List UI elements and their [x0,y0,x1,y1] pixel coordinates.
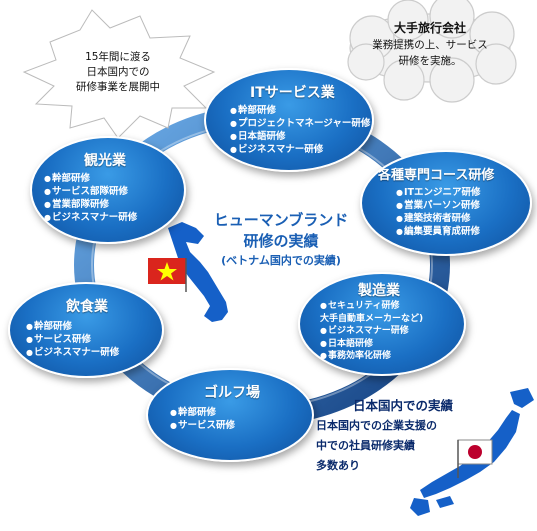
oval-specialist-courses: 各種専門コース研修 ITエンジニア研修 営業パーソン研修 建築技術者研修 編集要… [360,150,532,256]
list-item: サービス研修 [170,419,235,432]
oval-tourism: 観光業 幹部研修 サービス部隊研修 営業部隊研修 ビジネスマナー研修 [30,136,186,244]
vietnam-flag [148,258,187,292]
list-item: 日本語研修 [230,130,370,143]
list-item: 日本語研修 [320,338,423,351]
cloud-text: 大手旅行会社 業務提携の上、サービス 研修を実施。 [360,20,500,69]
list-item: プロジェクトマネージャー研修 [230,117,370,130]
center-line2: 研修の実績 [243,232,319,250]
list-item: 建築技術者研修 [396,212,481,225]
list-item: 幹部研修 [230,104,370,117]
list-item: ビジネスマナー研修 [230,143,370,156]
japan-text: 日本国内での実績 日本国内での企業支援の 中での社員研修実績 多数あり [316,396,492,476]
burst-line: 15年間に渡る [85,51,151,63]
oval-list: 幹部研修 サービス研修 ビジネスマナー研修 [26,320,119,359]
list-item: 幹部研修 [44,172,137,185]
list-item: 編集要員育成研修 [396,225,481,238]
list-item: ITエンジニア研修 [396,186,481,199]
list-item: セキュリティ研修 [320,300,423,313]
burst-line: 研修事業を展開中 [76,81,160,93]
center-title: ヒューマンブランド 研修の実績 (ベトナム国内での実績) [206,210,356,270]
cloud-line: 業務提携の上、サービス [372,39,488,51]
list-item: サービス部隊研修 [44,185,137,198]
oval-list: セキュリティ研修 大手自動車メーカーなど) ビジネスマナー研修 日本語研修 事務… [320,300,423,363]
oval-title: 各種専門コース研修 [378,168,495,183]
oval-title: 飲食業 [66,299,108,315]
cloud-line: 研修を実施。 [398,55,462,67]
burst-shape [22,9,216,139]
list-item: ビジネスマナー研修 [26,346,119,359]
japan-line: 多数あり [316,459,360,472]
burst-line: 日本国内での [86,66,150,78]
oval-manufacturing: 製造業 セキュリティ研修 大手自動車メーカーなど) ビジネスマナー研修 日本語研… [298,272,466,376]
oval-it-service: ITサービス業 幹部研修 プロジェクトマネージャー研修 日本語研修 ビジネスマナ… [204,68,374,172]
center-line3: (ベトナム国内での実績) [221,254,341,267]
list-item: 営業部隊研修 [44,198,137,211]
cloud-title: 大手旅行会社 [393,21,466,35]
list-item: 事務効率化研修 [320,350,423,363]
oval-food: 飲食業 幹部研修 サービス研修 ビジネスマナー研修 [8,282,164,378]
oval-list: ITエンジニア研修 営業パーソン研修 建築技術者研修 編集要員育成研修 [396,186,481,238]
oval-title: ゴルフ場 [204,385,260,401]
oval-title: 製造業 [358,283,400,299]
oval-list: 幹部研修 プロジェクトマネージャー研修 日本語研修 ビジネスマナー研修 [230,104,370,156]
center-line1: ヒューマンブランド [213,211,349,229]
list-item: サービス研修 [26,333,119,346]
japan-line: 中での社員研修実績 [316,439,415,452]
japan-flag [457,439,493,478]
vietnam-map [168,222,228,322]
list-item: 幹部研修 [26,320,119,333]
list-item: 幹部研修 [170,406,235,419]
list-item: ビジネスマナー研修 [320,325,423,338]
japan-title: 日本国内での実績 [352,398,453,413]
oval-golf: ゴルフ場 幹部研修 サービス研修 [146,368,314,462]
list-item: ビジネスマナー研修 [44,211,137,224]
oval-list: 幹部研修 サービス研修 [170,406,235,432]
oval-list: 幹部研修 サービス部隊研修 営業部隊研修 ビジネスマナー研修 [44,172,137,224]
list-item: 大手自動車メーカーなど) [320,313,424,324]
cloud-shape [347,0,517,103]
oval-title: 観光業 [84,153,126,169]
burst-text: 15年間に渡る 日本国内での 研修事業を展開中 [58,50,178,95]
japan-map [410,388,534,516]
list-item: 営業パーソン研修 [396,199,481,212]
japan-line: 日本国内での企業支援の [316,419,437,432]
oval-title: ITサービス業 [250,85,335,101]
